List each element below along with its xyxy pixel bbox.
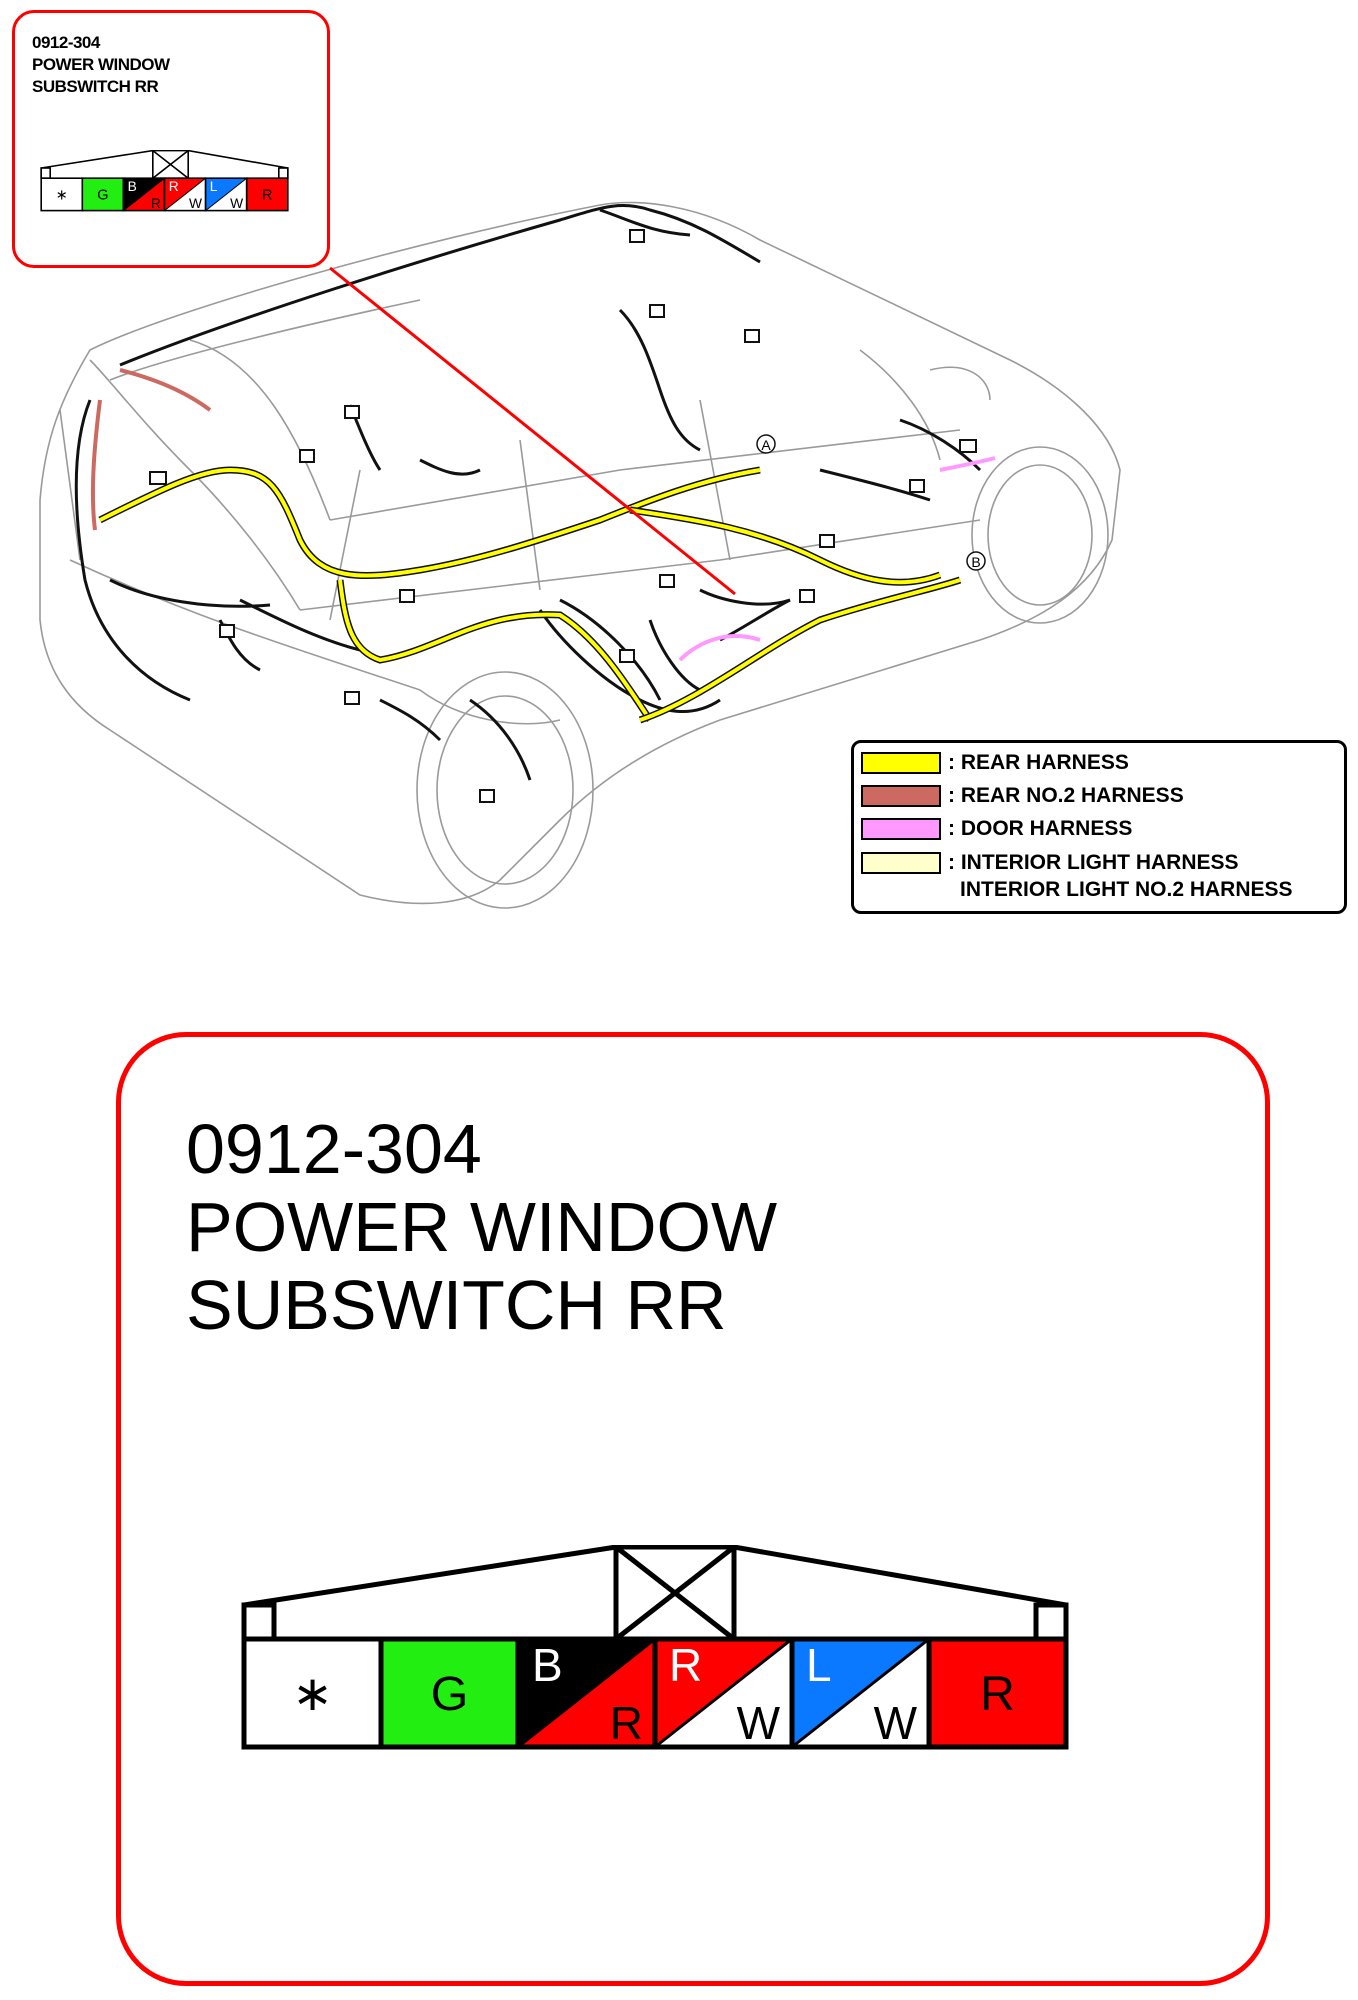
vehicle-illustration: A B — [39, 201, 1121, 909]
pin-wire-color-primary: B — [532, 1639, 563, 1691]
legend-swatch-rear-no2 — [861, 785, 941, 807]
pin-cavity: ∗ — [40, 177, 84, 212]
pin-color-top — [381, 1639, 518, 1747]
detail-connector-code: 0912-304 — [186, 1110, 482, 1188]
legend-label-interior-light-no2: INTERIOR LIGHT NO.2 HARNESS — [960, 878, 1293, 901]
pin-wire-color-stripe: W — [189, 196, 202, 211]
rear-harness-wiring — [98, 466, 962, 724]
pin-cavity: LW — [789, 1636, 932, 1750]
pin-cavity: R — [245, 177, 289, 212]
pin-wire-color: ∗ — [56, 188, 68, 204]
pin-wire-color: G — [431, 1667, 469, 1721]
pin-cavity: ∗ — [241, 1636, 384, 1750]
marker-b: B — [966, 551, 986, 571]
detail-connector-name-1: POWER WINDOW — [186, 1188, 778, 1266]
pin-cavity: G — [378, 1636, 521, 1750]
pin-diagonal — [517, 1637, 656, 1749]
pin-cavity: RW — [652, 1636, 795, 1750]
pin-wire-color: R — [262, 188, 272, 204]
pin-wire-color-primary: L — [210, 179, 218, 194]
pin-wire-color-stripe: R — [610, 1697, 643, 1749]
lock-tab-left — [241, 1602, 277, 1642]
inset-connector-name-2: SUBSWITCH RR — [32, 77, 159, 96]
pin-cavity: G — [81, 177, 125, 212]
pin-cavity: BR — [122, 177, 166, 212]
pin-cavity: R — [926, 1636, 1069, 1750]
inset-callout-box — [12, 10, 330, 268]
legend-label-rear-no2: : REAR NO.2 HARNESS — [948, 784, 1184, 807]
pin-color-top — [929, 1639, 1066, 1747]
pin-border — [245, 177, 289, 212]
pin-color-top — [82, 178, 124, 211]
inset-connector-label: 0912-304 POWER WINDOW SUBSWITCH RR — [32, 32, 170, 98]
legend-label-rear: : REAR HARNESS — [948, 751, 1129, 774]
pin-wire-color-stripe: W — [874, 1697, 918, 1749]
pin-diagonal — [791, 1637, 930, 1749]
pin-color-top — [41, 178, 83, 211]
rear-no2-harness-wiring — [90, 368, 212, 531]
pin-cavity: RW — [163, 177, 207, 212]
pin-wire-color-primary: B — [128, 179, 137, 194]
detail-connector-name-2: SUBSWITCH RR — [186, 1266, 727, 1344]
latch-cross-2 — [152, 150, 189, 179]
legend-swatch-rear — [861, 752, 941, 774]
marker-a: A — [756, 434, 776, 454]
pin-wire-color-stripe: R — [151, 196, 161, 211]
pin-cavity: BR — [515, 1636, 658, 1750]
connector-boxes — [149, 229, 977, 803]
marker-b-label: B — [971, 554, 980, 570]
inset-connector-code: 0912-304 — [32, 33, 100, 52]
pin-diagonal — [654, 1637, 793, 1749]
door-harness-wiring — [678, 456, 996, 662]
pin-color-top — [246, 178, 288, 211]
legend-label-door: : DOOR HARNESS — [948, 817, 1133, 840]
pin-diagonal — [123, 177, 165, 211]
legend-swatch-interior-light — [861, 852, 941, 874]
pin-color-top — [244, 1639, 381, 1747]
lock-tab-right — [278, 167, 289, 179]
callout-leader-line — [329, 266, 736, 596]
pin-wire-color-primary: R — [169, 179, 179, 194]
detail-callout-box — [116, 1032, 1270, 1986]
pin-diagonal — [164, 177, 206, 211]
front-wheel — [971, 446, 1109, 624]
latch-cross-2 — [614, 1545, 736, 1641]
lock-tab-left — [40, 167, 52, 179]
legend-label-interior-light: : INTERIOR LIGHT HARNESS — [948, 851, 1239, 874]
marker-a-label: A — [761, 437, 771, 453]
black-wiring — [74, 203, 982, 781]
rear-wheel — [416, 671, 594, 909]
pin-diagonal — [205, 177, 247, 211]
inset-connector-name-1: POWER WINDOW — [32, 55, 170, 74]
detail-connector-label: 0912-304 POWER WINDOW SUBSWITCH RR — [186, 1110, 777, 1344]
pin-cavity: LW — [204, 177, 248, 212]
pin-wire-color-stripe: W — [737, 1697, 781, 1749]
pin-wire-color-primary: L — [806, 1639, 832, 1691]
pin-border — [926, 1636, 1069, 1750]
lock-tab-right — [1033, 1602, 1069, 1642]
pin-wire-color: G — [97, 188, 108, 204]
pin-wire-color-primary: R — [669, 1639, 702, 1691]
pin-wire-color-stripe: W — [230, 196, 243, 211]
legend-swatch-door — [861, 818, 941, 840]
van-body-outline — [39, 201, 1121, 905]
pin-wire-color: R — [980, 1667, 1015, 1721]
pin-wire-color: ∗ — [292, 1667, 332, 1721]
